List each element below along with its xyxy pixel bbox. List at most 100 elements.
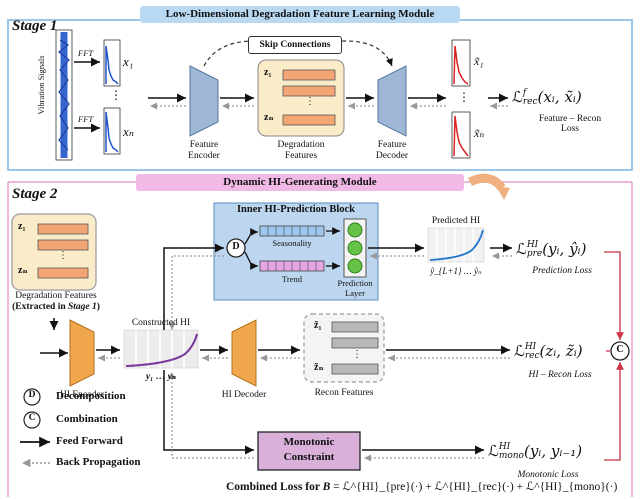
s2-features-label: Degradation Features (Extracted in Stage… bbox=[2, 291, 110, 313]
recon-bar-1 bbox=[331, 321, 379, 333]
ff-to-seasonality bbox=[244, 228, 258, 245]
trend-label: Trend bbox=[282, 274, 302, 284]
pred-node-3 bbox=[347, 258, 363, 274]
xn-label: xₙ bbox=[123, 124, 135, 139]
monotonic-constraint-box bbox=[257, 431, 361, 471]
zn-label: zₙ bbox=[264, 112, 274, 123]
z1-tilde-label: z̃₁ bbox=[314, 320, 322, 331]
bp-decomposition-to-hi bbox=[168, 255, 224, 330]
rec-loss-symbol: ℒ bbox=[514, 342, 525, 360]
s2-features-label-line1: Degradation Features bbox=[15, 291, 97, 301]
vibration-signals-label: Vibration Signals bbox=[36, 55, 46, 115]
feature-decoder-label-line2: Decoder bbox=[375, 151, 409, 161]
feature-encoder-label: Feature Encoder bbox=[174, 140, 234, 162]
z-tilde-dots: ⋮ bbox=[352, 349, 362, 360]
stage2-label: Stage 2 bbox=[12, 186, 58, 202]
monotonic-label-line1: Monotonic bbox=[283, 436, 335, 448]
rec-loss-sub: rec bbox=[524, 351, 540, 361]
feature-loss-args: (xᵢ, x̃ᵢ) bbox=[537, 88, 582, 106]
feature-decoder-label: Feature Decoder bbox=[362, 140, 422, 162]
legend-combination: Combination bbox=[56, 413, 118, 425]
legend-decomposition: Decomposition bbox=[56, 390, 126, 402]
x1-tilde-label: x̃₁ bbox=[474, 54, 484, 68]
x1-label: x₁ bbox=[123, 54, 134, 69]
predicted-range-label: ŷ_{L+1} … ŷₙ bbox=[430, 266, 482, 276]
pred-loss-symbol: ℒ bbox=[516, 240, 527, 258]
feature-loss-symbol: ℒ bbox=[512, 88, 523, 106]
predicted-hi-chart bbox=[427, 227, 485, 263]
pred-node-2 bbox=[347, 240, 363, 256]
combined-loss-prefix: Combined Loss for bbox=[226, 481, 323, 493]
ff-to-trend bbox=[244, 251, 258, 270]
feature-decoder-shape bbox=[377, 65, 407, 137]
feature-recon-loss-caption: Feature – Recon Loss bbox=[520, 114, 620, 134]
seasonality-label: Seasonality bbox=[272, 238, 312, 248]
pred-loss-sub: pre bbox=[526, 249, 543, 259]
feature-encoder-label-line1: Feature bbox=[189, 140, 219, 150]
s2-feature-bar-1 bbox=[37, 223, 89, 235]
stage1-label: Stage 1 bbox=[12, 18, 58, 34]
legend-decomposition-circle bbox=[23, 388, 41, 406]
hi-encoder-label: HI Encoder bbox=[59, 390, 105, 400]
bp-monotonic-to-hi bbox=[168, 372, 254, 459]
pred-node-1 bbox=[347, 222, 363, 238]
z-dots: ⋮ bbox=[305, 96, 315, 107]
legend-d-symbol: D bbox=[28, 390, 36, 400]
s2-zn-label: zₙ bbox=[18, 265, 28, 276]
fft-label-1: FFT bbox=[78, 48, 94, 58]
feature-loss-sub: rec bbox=[522, 97, 538, 107]
legend-combination-circle bbox=[23, 411, 41, 429]
x-tilde-dots: ⋮ bbox=[458, 90, 470, 104]
combine-connector-mono bbox=[604, 362, 624, 461]
spectrum-xn bbox=[103, 107, 121, 155]
hi-decoder-label: HI Decoder bbox=[221, 390, 267, 400]
prediction-layer-label-line1: Prediction bbox=[337, 278, 373, 288]
decomposition-symbol: D bbox=[232, 241, 240, 252]
constructed-hi-label: Constructed HI bbox=[131, 318, 191, 328]
recon-spectrum-x1 bbox=[451, 39, 471, 87]
feature-bar-2 bbox=[282, 85, 336, 97]
skip-connections-label: Skip Connections bbox=[248, 36, 342, 54]
feature-loss-sup: f bbox=[522, 88, 527, 98]
rec-loss-sup: HI bbox=[524, 342, 537, 352]
inner-block-title: Inner HI-Prediction Block bbox=[236, 204, 356, 215]
hi-decoder-shape bbox=[231, 319, 257, 387]
fft-label-n: FFT bbox=[78, 114, 94, 124]
stage2-title: Dynamic HI-Generating Module bbox=[136, 174, 464, 191]
rec-loss-args: (zᵢ, z̃ᵢ) bbox=[539, 342, 583, 360]
monotonic-label-line2: Constraint bbox=[283, 451, 335, 463]
feature-loss-caption-line1: Feature – Recon bbox=[538, 114, 602, 124]
feature-bar-1 bbox=[282, 69, 336, 81]
mono-loss-sup: HI bbox=[498, 442, 511, 452]
decomposition-node bbox=[226, 238, 246, 258]
monotonic-loss-caption: Monotonic Loss bbox=[517, 470, 579, 480]
combined-loss-line: Combined Loss for B = ℒ^{HI}_{pre}(·) + … bbox=[226, 479, 617, 493]
s2-feature-bar-n bbox=[37, 267, 89, 279]
s2-z1-label: z₁ bbox=[18, 221, 26, 232]
s2-z-dots: ⋮ bbox=[58, 250, 68, 261]
s2-features-label-part3: ) bbox=[96, 302, 100, 312]
ff-hi-to-decomposition bbox=[163, 243, 224, 330]
legend-back-propagation: Back Propagation bbox=[56, 456, 141, 468]
feature-encoder-label-line2: Encoder bbox=[188, 151, 220, 161]
stage1-title: Low-Dimensional Degradation Feature Lear… bbox=[140, 6, 460, 23]
hi-encoder-shape bbox=[69, 319, 95, 387]
xn-tilde-label: x̃ₙ bbox=[474, 126, 485, 140]
feature-bar-n bbox=[282, 114, 336, 126]
pred-loss-args: (yᵢ, ŷᵢ) bbox=[542, 240, 587, 258]
combined-loss-equation: = ℒ^{HI}_{pre}(·) + ℒ^{HI}_{rec}(·) + ℒ^… bbox=[330, 481, 618, 493]
combined-loss-b: B bbox=[322, 481, 331, 493]
stage-transition-arrow bbox=[467, 173, 506, 191]
ff-hi-to-monotonic bbox=[163, 370, 254, 455]
zn-tilde-label: z̃ₙ bbox=[314, 362, 324, 373]
hi-recon-loss-caption: HI – Recon Loss bbox=[528, 370, 592, 380]
constructed-hi-chart bbox=[123, 329, 199, 369]
combine-connector-pre bbox=[604, 251, 624, 340]
recon-spectrum-xn bbox=[451, 111, 471, 159]
legend-feed-forward: Feed Forward bbox=[56, 435, 123, 447]
